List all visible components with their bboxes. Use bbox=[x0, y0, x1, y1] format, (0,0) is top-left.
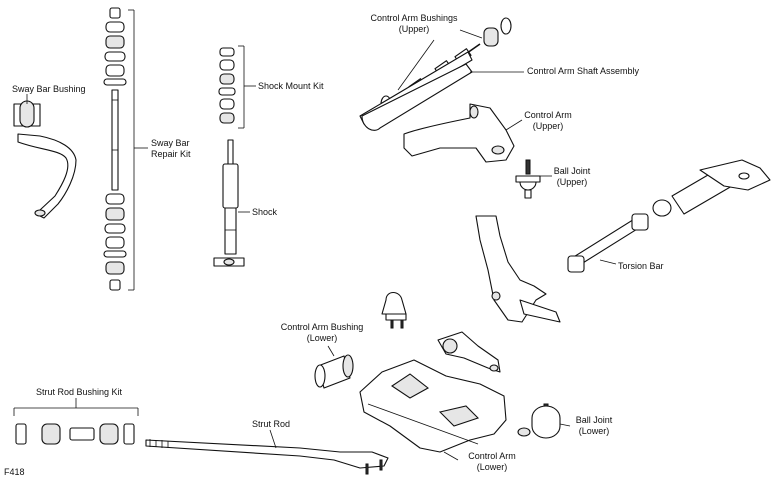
control-arm-bushing-lower-label-line1: Control Arm Bushing bbox=[280, 322, 364, 332]
control-arm-upper-part bbox=[403, 103, 523, 163]
sway-bar-bushing-part bbox=[13, 94, 41, 128]
control-arm-bushings-upper-label: Control Arm Bushings (Upper) bbox=[356, 13, 472, 35]
sway-bar-bushing-label: Sway Bar Bushing bbox=[12, 84, 86, 94]
shock-label: Shock bbox=[252, 207, 278, 217]
strut-rod-bushing-kit-part bbox=[13, 398, 139, 445]
control-arm-bushings-upper-label-line1: Control Arm Bushings bbox=[370, 13, 458, 23]
ball-joint-upper-label-line1: Ball Joint bbox=[553, 166, 591, 176]
control-arm-upper-label-line1: Control Arm bbox=[524, 110, 572, 120]
sway-bar-repair-kit-label: Sway Bar Repair Kit bbox=[151, 138, 191, 160]
strut-rod-bushing-kit-label: Strut Rod Bushing Kit bbox=[36, 387, 123, 397]
control-arm-bushing-lower-label: Control Arm Bushing (Lower) bbox=[270, 322, 374, 344]
control-arm-lower-label: Control Arm (Lower) bbox=[460, 451, 524, 473]
shock-mount-kit-label: Shock Mount Kit bbox=[258, 81, 324, 91]
ball-joint-upper-label-line2: (Upper) bbox=[556, 177, 588, 187]
control-arm-lower-part bbox=[359, 359, 507, 461]
torsion-bar-part bbox=[567, 159, 771, 273]
idler-arm-part bbox=[437, 331, 501, 373]
ball-joint-lower-label-line1: Ball Joint bbox=[575, 415, 613, 425]
ball-joint-lower-label: Ball Joint (Lower) bbox=[570, 415, 618, 437]
control-arm-bushing-lower-part bbox=[314, 345, 354, 389]
ball-joint-upper-part bbox=[515, 159, 552, 199]
shock-mount-kit-part bbox=[218, 45, 256, 129]
sway-bar-repair-kit-label-line1: Sway Bar bbox=[151, 138, 190, 148]
strut-rod-label: Strut Rod bbox=[252, 419, 291, 429]
bump-stop-part bbox=[381, 291, 407, 329]
ball-joint-lower-label-line2: (Lower) bbox=[578, 426, 610, 436]
control-arm-bushings-upper-label-line2: (Upper) bbox=[398, 24, 430, 34]
figure-id-label: F418 bbox=[4, 467, 25, 477]
control-arm-lower-label-line2: (Lower) bbox=[476, 462, 508, 472]
control-arm-lower-label-line1: Control Arm bbox=[468, 451, 516, 461]
control-arm-shaft-assembly-label: Control Arm Shaft Assembly bbox=[527, 66, 640, 76]
torsion-bar-label: Torsion Bar bbox=[618, 261, 664, 271]
shock-absorber-part bbox=[213, 139, 250, 267]
control-arm-shaft-assembly-part bbox=[359, 43, 524, 131]
control-arm-upper-label: Control Arm (Upper) bbox=[516, 110, 580, 132]
control-arm-upper-label-line2: (Upper) bbox=[532, 121, 564, 131]
control-arm-bushing-lower-label-line2: (Lower) bbox=[306, 333, 338, 343]
strut-rod-part bbox=[145, 429, 389, 475]
sway-bar-part bbox=[17, 133, 77, 219]
ball-joint-upper-label: Ball Joint (Upper) bbox=[548, 166, 596, 188]
ball-joint-lower-part bbox=[517, 403, 571, 439]
sway-bar-repair-kit-part bbox=[103, 7, 148, 291]
sway-bar-repair-kit-label-line2: Repair Kit bbox=[151, 149, 191, 159]
steering-knuckle-part bbox=[475, 215, 561, 323]
